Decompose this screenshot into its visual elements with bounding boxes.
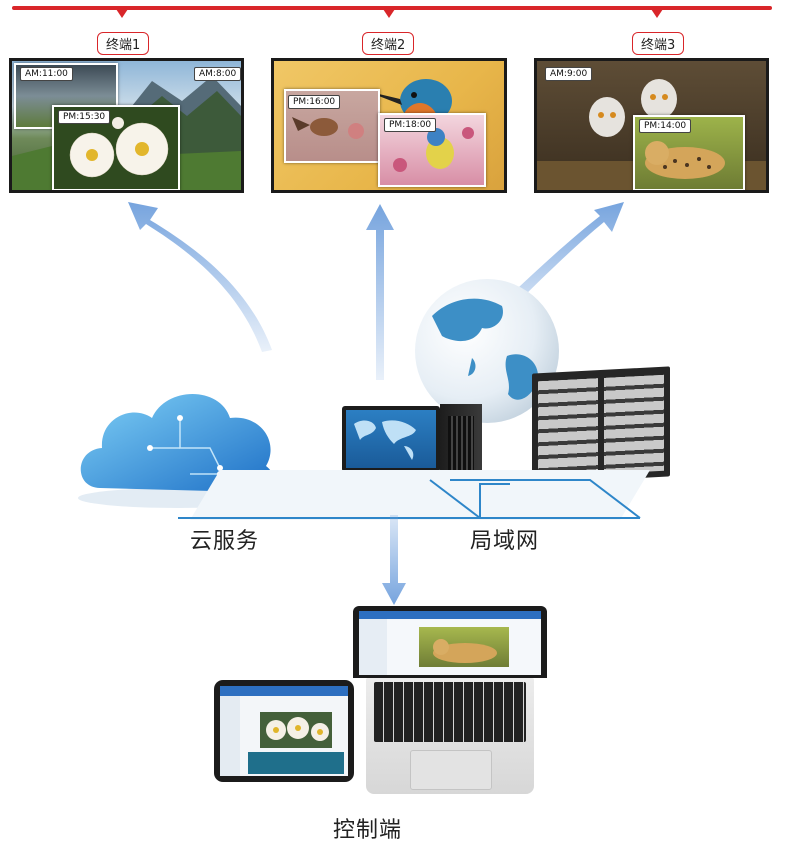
laptop-display: [353, 606, 547, 678]
terminal-1-label: 终端1: [97, 32, 150, 55]
arrow-to-terminal-2: [366, 204, 394, 380]
tablet-device: [214, 680, 354, 782]
network-lines: [178, 479, 641, 519]
time-tag: AM:9:00: [545, 67, 593, 81]
tablet-flower-thumbnail: [266, 717, 329, 741]
laptop-app-sidebar: [359, 619, 387, 675]
terminal-1-screen: AM:11:00 AM:8:00 PM:15:30: [9, 58, 244, 193]
distribution-arrows: [128, 202, 624, 380]
tablet-panel: [248, 752, 344, 774]
network-base: [178, 470, 650, 520]
terminal-3-screen: AM:9:00 PM:14:00: [534, 58, 769, 193]
arrow-to-control: [382, 515, 406, 605]
lan-label: 局域网: [470, 529, 540, 554]
control-terminal-label: 控制端: [333, 818, 403, 843]
laptop-base: [366, 678, 534, 794]
world-map: [354, 420, 416, 460]
bluetit-picture: [393, 127, 474, 172]
terminal-1-window-flowers: [52, 105, 180, 190]
laptop-preview: [419, 627, 509, 667]
laptop-app-header: [359, 611, 541, 619]
leopard-picture: [645, 141, 725, 179]
tablet-preview: [260, 712, 332, 748]
terminal-2-screen: PM:16:00 PM:18:00: [271, 58, 507, 193]
tablet-screen: [220, 686, 348, 776]
arrow-to-terminal-1: [128, 202, 272, 352]
hummingbird-picture: [292, 117, 364, 139]
tablet-header: [220, 686, 348, 696]
monitor-screen: [346, 410, 436, 468]
laptop-keyboard: [374, 682, 526, 742]
time-tag: PM:14:00: [639, 119, 692, 133]
time-tag: PM:15:30: [58, 110, 111, 124]
circuit-lines: [150, 418, 221, 475]
bus-notch-3: [651, 9, 663, 18]
monitor-icon: [342, 406, 440, 472]
laptop-leopard-thumbnail: [433, 639, 497, 663]
bus-notch-2: [383, 9, 395, 18]
laptop-trackpad: [410, 750, 492, 790]
flower-picture: [69, 117, 169, 178]
terminal-3-label: 终端3: [632, 32, 685, 55]
terminal-bus-bar: [12, 6, 772, 10]
tablet-sidebar: [220, 696, 240, 776]
terminal-2-label: 终端2: [362, 32, 415, 55]
time-tag: PM:16:00: [288, 95, 341, 109]
time-tag: AM:8:00: [194, 67, 241, 81]
laptop-screen: [359, 611, 541, 675]
time-tag: PM:18:00: [384, 118, 437, 132]
bus-notch-1: [116, 9, 128, 18]
tower-vent: [448, 416, 474, 472]
cloud-service-label: 云服务: [190, 529, 260, 554]
time-tag: AM:11:00: [20, 67, 73, 81]
globe-icon: [415, 279, 559, 423]
